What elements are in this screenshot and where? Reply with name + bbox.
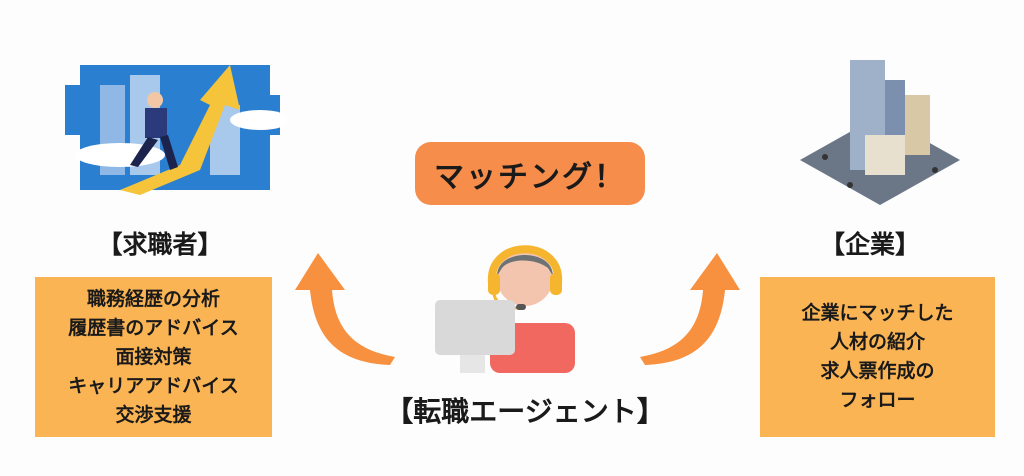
job-seeker-illustration [65, 65, 290, 195]
service-item: キャリアアドバイス [68, 374, 239, 397]
service-item: 面接対策 [115, 345, 192, 368]
company-services-box: 企業にマッチした 人材の紹介 求人票作成の フォロー [760, 277, 995, 437]
company-title: 【企業】 [819, 230, 920, 259]
service-item: フォロー [839, 389, 916, 411]
company-building-illustration [800, 60, 960, 205]
job-seeker-title: 【求職者】 [97, 230, 223, 259]
curved-arrow-left-icon [295, 253, 395, 365]
service-item: 求人票作成の [820, 360, 935, 382]
agent-title: 【転職エージェント】 [385, 395, 665, 428]
matching-label: マッチング！ [434, 159, 626, 195]
job-seeker-services-box: 職務経歴の分析 履歴書のアドバイス 面接対策 キャリアアドバイス 交渉支援 [35, 277, 272, 437]
curved-arrow-right-icon [640, 253, 740, 365]
agent-illustration [435, 245, 575, 373]
service-item: 企業にマッチした [801, 302, 954, 324]
service-item: 履歴書のアドバイス [68, 316, 239, 339]
service-item: 交渉支援 [115, 403, 192, 426]
service-item: 職務経歴の分析 [86, 287, 220, 310]
matching-badge: マッチング！ [415, 142, 645, 205]
service-item: 人材の紹介 [829, 331, 925, 353]
